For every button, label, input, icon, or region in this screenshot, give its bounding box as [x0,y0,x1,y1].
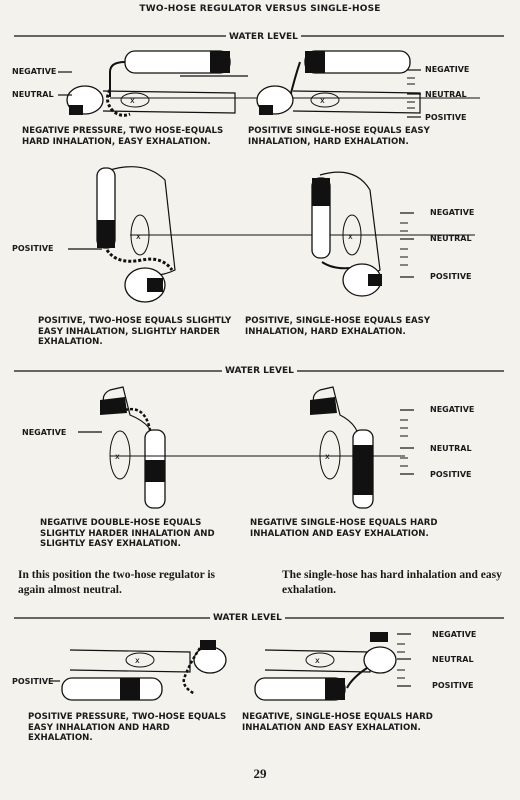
section2-right-neutral-label: NEUTRAL [430,234,472,243]
section1-left-neutral-label: NEUTRAL [12,90,54,99]
section3-water-level-label: WATER LEVEL [222,366,297,376]
section4-right-caption: NEGATIVE, SINGLE-HOSE EQUALS HARD INHALA… [242,712,433,733]
svg-text:x: x [135,656,140,665]
section1-right-neutral-label: NEUTRAL [425,90,467,99]
section1-right-diver-illustration: x [256,50,421,115]
svg-text:x: x [325,452,330,461]
section3-right-negative-label: NEGATIVE [430,405,475,414]
section4-right-negative-label: NEGATIVE [432,630,477,639]
section3-left-note: In this position the two-hose regulator … [18,569,216,596]
section1-right-caption: POSITIVE SINGLE-HOSE EQUALS EASY INHALAT… [248,126,430,147]
section1-left-level-lines [58,71,480,99]
page-title: TWO-HOSE REGULATOR VERSUS SINGLE-HOSE [139,4,381,14]
section1-right-scale [407,69,421,118]
svg-text:x: x [136,232,141,241]
section2-left-positive-label: POSITIVE [12,244,54,253]
section3-right-scale [400,409,414,475]
svg-text:x: x [315,656,320,665]
section4-right-positive-label: POSITIVE [432,681,474,690]
section1-left-diver-illustration: x [66,50,236,117]
section4-left-caption: POSITIVE PRESSURE, TWO-HOSE EQUALS EASY … [28,712,227,743]
section3-right-caption: NEGATIVE SINGLE-HOSE EQUALS HARD INHALAT… [250,518,438,539]
section2-right-caption: POSITIVE, SINGLE-HOSE EQUALS EASY INHALA… [245,316,431,337]
section3-right-diver-illustration: x [310,386,374,509]
section1-right-negative-label: NEGATIVE [425,65,470,74]
section3-right-neutral-label: NEUTRAL [430,444,472,453]
section4-left-positive-label: POSITIVE [12,677,54,686]
section2-right-positive-label: POSITIVE [430,272,472,281]
section2-positive-line [68,234,475,250]
section4-positive-line [50,680,60,682]
section3-right-positive-label: POSITIVE [430,470,472,479]
section1-left-caption: NEGATIVE PRESSURE, TWO HOSE-EQUALS HARD … [22,126,224,147]
section4-right-diver-illustration: x [254,632,397,701]
section4-left-diver-illustration: x [61,640,227,701]
svg-text:x: x [348,232,353,241]
section2-right-negative-label: NEGATIVE [430,208,475,217]
section1-right-positive-label: POSITIVE [425,113,467,122]
svg-text:x: x [130,96,135,105]
section2-left-diver-illustration: x [96,166,176,303]
section3-left-negative-label: NEGATIVE [22,428,67,437]
section3-left-diver-illustration: x [100,386,166,509]
section3-right-note: The single-hose has hard inhalation and … [282,569,502,596]
section2-left-caption: POSITIVE, TWO-HOSE EQUALS SLIGHTLY EASY … [38,316,232,347]
section1-left-negative-label: NEGATIVE [12,67,57,76]
section4-right-neutral-label: NEUTRAL [432,655,474,664]
section2-right-diver-illustration: x [311,171,382,297]
section2-right-scale [400,212,414,278]
section3-left-caption: NEGATIVE DOUBLE-HOSE EQUALS SLIGHTLY HAR… [40,518,215,549]
svg-text:x: x [320,96,325,105]
page-number: 29 [253,766,267,781]
section1-water-level-label: WATER LEVEL [226,32,301,42]
section4-water-level-label: WATER LEVEL [210,613,285,623]
section4-right-scale [397,633,411,687]
